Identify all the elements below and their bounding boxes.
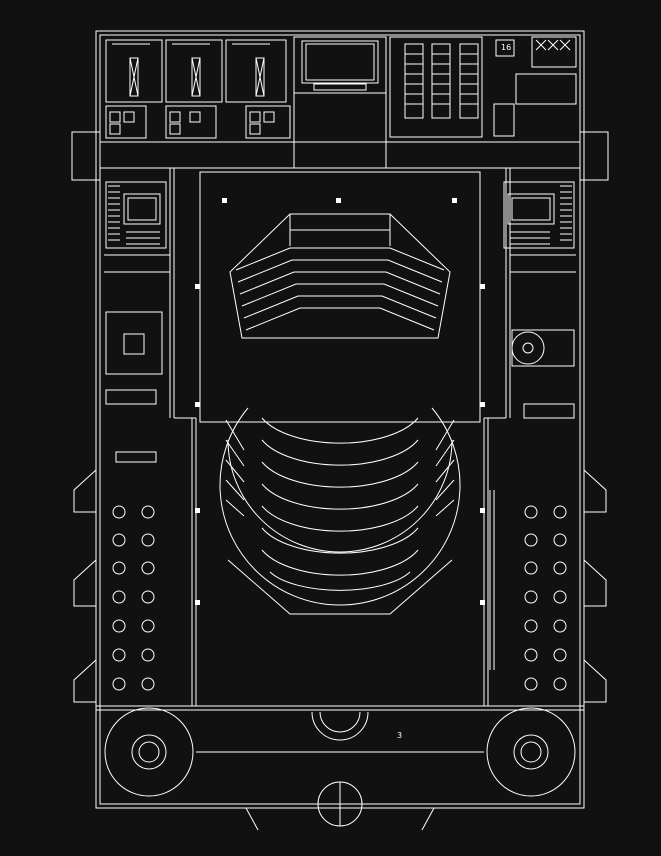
stair-left [105,181,167,249]
top-stage-block [293,36,387,168]
room-label-16: 16 [501,43,512,52]
tables-right [489,490,567,691]
tables-left [112,451,157,691]
stair-right [503,181,575,249]
room-label-3: 3 [397,731,403,740]
upper-seating [229,213,451,339]
facade-fins [73,469,607,703]
side-walls [104,168,576,419]
dressing-rooms [105,39,291,139]
main-hall [174,171,506,706]
foyer [104,707,576,831]
columns [195,198,485,605]
lower-auditorium [219,407,461,615]
chair-store [389,36,577,138]
